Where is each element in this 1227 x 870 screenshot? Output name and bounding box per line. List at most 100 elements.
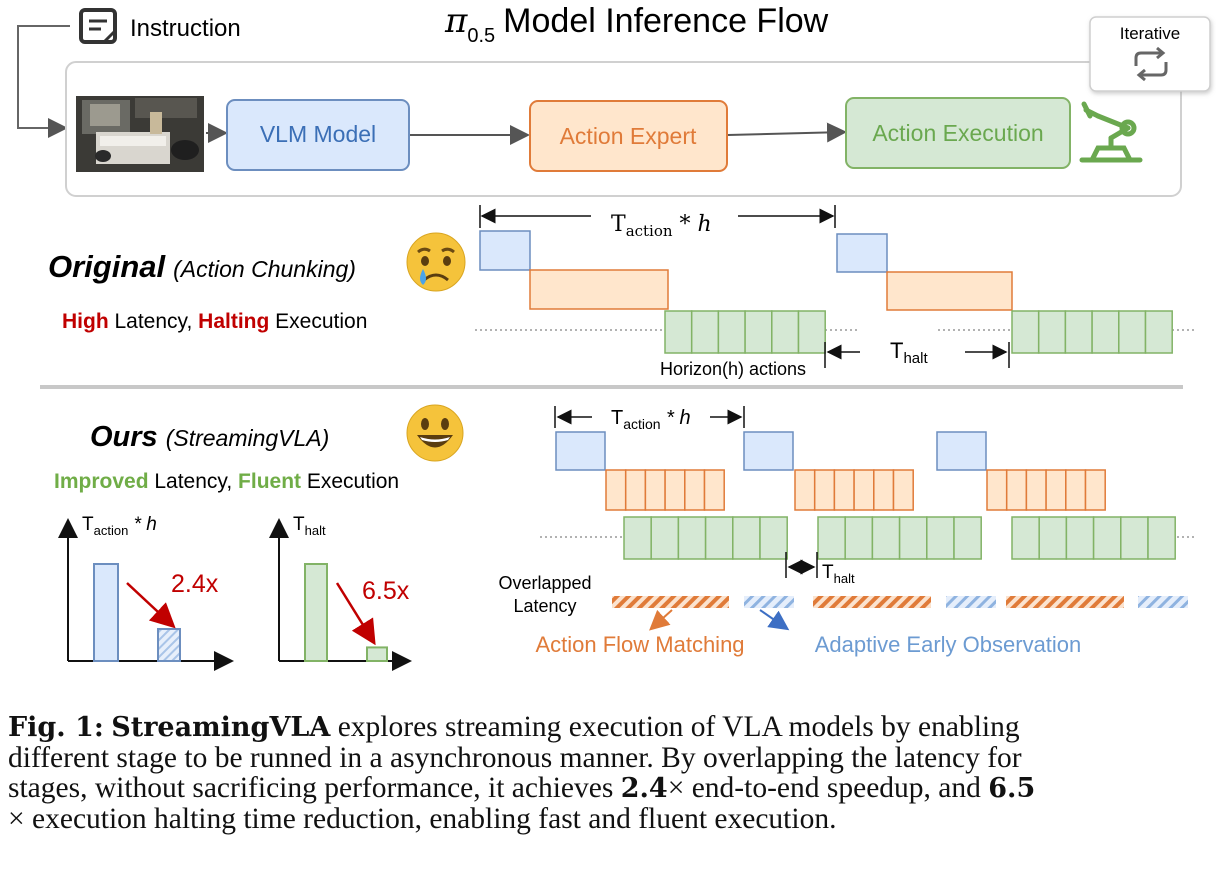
legend-adaptive-early-observation: Adaptive Early Observation [815, 632, 1082, 657]
caption-line-3c: × end-to-end speedup, and [667, 772, 989, 804]
instruction-label: Instruction [130, 15, 241, 42]
ours-exec-cell [844, 516, 874, 560]
ours-vlm-block [743, 431, 794, 471]
original-exec-cell [1064, 310, 1093, 354]
ours-exec-cell [1120, 516, 1149, 560]
overlapped-label-line1: Overlapped [498, 573, 591, 593]
vlm-model-box [226, 99, 410, 171]
caption-line-1: explores streaming execution of VLA mode… [330, 711, 1020, 743]
ours-exec-cell [623, 516, 652, 560]
original-exec-cell [717, 310, 746, 354]
caption-line-4: × execution halting time reduction, enab… [8, 803, 837, 835]
original-expert-block [529, 269, 669, 310]
action-execution-box [845, 97, 1071, 169]
mini-chart-axis-label: Thalt [293, 514, 326, 538]
smiling-face-icon [406, 404, 464, 462]
original-title: Original(Action Chunking) [48, 249, 356, 284]
ours-exec-cell [926, 516, 955, 560]
overlapped-label-line2: Latency [513, 596, 576, 616]
figure-caption: Fig. 1: StreamingVLA explores streaming … [8, 712, 1220, 834]
ours-expert-cell [813, 469, 836, 511]
mini-chart-axis-label: Taction * h [82, 514, 157, 538]
action-expert-label: Action Expert [560, 123, 697, 149]
ours-exec-cell [898, 516, 928, 560]
ours-expert-cell [1084, 469, 1106, 511]
action-execution-label: Action Execution [872, 120, 1043, 146]
room-photo [76, 96, 204, 172]
mini-chart-bar-after [366, 646, 388, 662]
mini-charts: 2.4x Taction * h 6.5x Thalt [58, 514, 412, 671]
ours-t-halt-label: Thalt [822, 562, 855, 586]
ours-exec-cell [953, 516, 982, 560]
ours-expert-cell [794, 469, 816, 511]
caption-line-2: different stage to be runned in a asynch… [8, 742, 1022, 774]
ours-expert-cell [1065, 469, 1087, 511]
mini-chart-1: 2.4x Taction * h [58, 514, 234, 671]
ours-vlm-block [936, 431, 987, 471]
action-expert-box [529, 100, 728, 172]
ours-vlm-block [555, 431, 606, 471]
original-t-halt-label: Thalt [890, 338, 928, 367]
ours-exec-cell [650, 516, 680, 560]
original-exec-cell [1037, 310, 1067, 354]
overlapped-latency-bars [612, 596, 1188, 608]
ours-exec-cell [817, 516, 846, 560]
caption-speedup: 2.4 [620, 773, 668, 804]
caption-name: StreamingVLA [111, 712, 331, 743]
ours-exec-cell [871, 516, 901, 560]
original-exec-cell [690, 310, 720, 354]
original-exec-cell [1118, 310, 1147, 354]
mini-chart-bar-before [93, 563, 119, 662]
mini-chart-2: 6.5x Thalt [269, 514, 412, 671]
ours-expert-cell [1005, 469, 1028, 511]
original-exec-cell [1011, 310, 1040, 354]
document-icon [79, 8, 117, 44]
robot-arm-icon [1079, 101, 1143, 163]
original-description: High Latency, Halting Execution [62, 310, 367, 333]
original-expert-block [886, 271, 1013, 311]
original-exec-cell [1144, 310, 1173, 354]
iterative-label: Iterative [1120, 24, 1180, 43]
ours-exec-cell [677, 516, 707, 560]
ours-t-action-label: Taction * h [611, 407, 691, 432]
ours-exec-cell [1147, 516, 1176, 560]
ours-title: Ours(StreamingVLA) [90, 421, 329, 453]
ours-expert-cell [644, 469, 666, 511]
ours-exec-cell [1011, 516, 1040, 560]
ours-expert-cell [624, 469, 647, 511]
ours-expert-cell [833, 469, 855, 511]
original-vlm-block [836, 233, 888, 273]
ours-expert-cell [1045, 469, 1067, 511]
original-t-action-label: Taction * h [611, 212, 712, 240]
vlm-model-label: VLM Model [260, 121, 376, 147]
caption-halt-reduction: 6.5 [988, 773, 1036, 804]
original-exec-blocks [664, 310, 826, 354]
original-exec-cell [771, 310, 800, 354]
ours-description: Improved Latency, Fluent Execution [54, 470, 399, 493]
crying-face-icon [406, 232, 466, 292]
mini-chart-speedup-label: 6.5x [362, 577, 410, 605]
ours-expert-cell [703, 469, 725, 511]
mini-chart-bar-before [304, 563, 328, 662]
ours-exec-cell [759, 516, 788, 560]
ours-expert-cell [664, 469, 686, 511]
original-exec-cell [797, 310, 826, 354]
mini-chart-reduction-arrow [335, 582, 376, 646]
ours-expert-cell [853, 469, 875, 511]
caption-line-3a: stages, without sacrificing performance,… [8, 772, 621, 804]
original-exec-cell [744, 310, 773, 354]
ours-expert-cell [1025, 469, 1047, 511]
mini-chart-bar-after [157, 627, 181, 662]
ours-expert-cell [873, 469, 895, 511]
legend-action-flow-matching: Action Flow Matching [535, 632, 744, 657]
ours-exec-cell [1092, 516, 1122, 560]
caption-fig-number: Fig. 1: [8, 712, 104, 743]
ours-expert-cell [684, 469, 706, 511]
original-exec-blocks [1011, 310, 1173, 354]
ours-exec-cell [704, 516, 734, 560]
mini-chart-speedup-label: 2.4x [171, 570, 219, 598]
original-exec-cell [1091, 310, 1120, 354]
iterative-loop-icon [1134, 46, 1168, 82]
